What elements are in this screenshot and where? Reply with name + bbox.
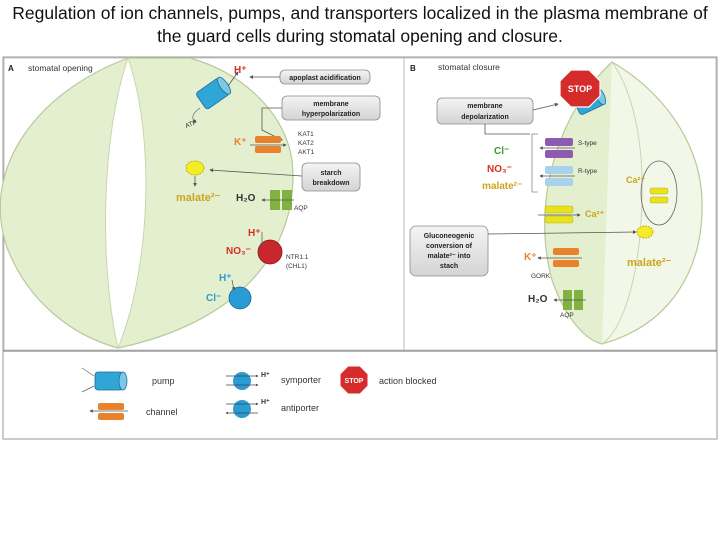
water-a: H₂O [236, 193, 256, 204]
cl-ion-a-1: H⁺ [219, 273, 232, 284]
cl-ion-a-2: Cl⁻ [206, 293, 221, 304]
box-starch-line2: breakdown [313, 180, 350, 187]
legend-stop-text: STOP [345, 378, 364, 385]
r-type-label: R-type [578, 168, 598, 175]
box-hyper-line1: membrane [313, 101, 349, 108]
gork-channel [537, 248, 582, 267]
symporter-ion-a-2: NO₃⁻ [226, 246, 251, 257]
legend-blocked-label: action blocked [379, 376, 437, 386]
box-hyper-line2: hyperpolarization [302, 111, 360, 118]
calcium-channel-b [538, 205, 581, 224]
box-gluco-line3: malate²⁻ into [428, 253, 471, 260]
malate-b: malate²⁻ [627, 257, 672, 269]
k-channel-name-2: KAT2 [298, 140, 314, 147]
box-apoplast-text: apoplast acidification [289, 75, 361, 82]
legend-symporter-icon [226, 372, 259, 390]
water-b: H₂O [528, 294, 548, 305]
legend-channel-icon [89, 403, 128, 420]
panel-a-letter: A [8, 64, 14, 73]
panel-b: B stomatal closure STOP membrane depolar… [409, 61, 703, 345]
stomatal-pore-a [105, 56, 147, 350]
panel-a: A stomatal opening H⁺ ATP apoplast acidi… [0, 56, 381, 350]
stop-sign-b: STOP [559, 69, 601, 108]
slide-title: Regulation of ion channels, pumps, and t… [12, 3, 708, 46]
k-ion-a: K⁺ [234, 137, 247, 148]
aqp-label-a: AQP [294, 205, 308, 212]
legend-stop-icon: STOP [339, 365, 369, 395]
box-depol-line1: membrane [467, 103, 503, 110]
pump-ion-a: H⁺ [234, 65, 247, 76]
legend-pump-icon [81, 367, 128, 393]
calcium-label-b-2: Ca²⁺ [626, 175, 646, 185]
gork-label: GORK [531, 273, 551, 280]
k-ion-b: K⁺ [524, 252, 537, 263]
pump-substrate-a: ATP [184, 119, 198, 130]
panel-a-heading: stomatal opening [28, 63, 93, 73]
k-channel-a [250, 136, 287, 153]
box-gluco-line1: Gluconeogenic [424, 233, 475, 240]
box-depolarization: membrane depolarization [436, 97, 534, 125]
legend-antiporter-label: antiporter [281, 403, 319, 413]
r-type-channel [539, 166, 575, 186]
legend-channel-label: channel [146, 407, 178, 417]
legend-symporter-ion: H⁺ [261, 372, 270, 379]
box-gluconeogenic: Gluconeogenic conversion of malate²⁻ int… [409, 225, 489, 277]
k-channel-name-1: KAT1 [298, 131, 314, 138]
stop-text-b: STOP [568, 84, 592, 94]
starch-grain-b [636, 225, 654, 239]
anion-cl-b: Cl⁻ [494, 146, 509, 157]
chloride-symporter-a [228, 286, 252, 310]
s-type-label: S-type [578, 140, 597, 147]
box-hyperpolarization: membrane hyperpolarization [281, 95, 381, 121]
vacuole-b [640, 160, 678, 226]
nitrate-symporter-a [257, 239, 283, 265]
panel-b-heading: stomatal closure [438, 62, 500, 72]
anion-malate-b: malate²⁻ [482, 181, 522, 192]
legend: pump channel H⁺ symporter H⁺ antiporter … [81, 365, 437, 420]
symporter-ion-a-1: H⁺ [248, 228, 261, 239]
malate-a: malate²⁻ [176, 192, 221, 204]
k-channel-name-3: AKT1 [298, 149, 315, 156]
starch-grain-a [185, 160, 205, 176]
panel-b-frame [403, 57, 717, 351]
symporter-name-a-1: NTR1.1 [286, 254, 309, 261]
legend-symporter-label: symporter [281, 375, 321, 385]
legend-antiporter-ion: H⁺ [261, 399, 270, 406]
anion-no3-b: NO₃⁻ [487, 164, 512, 175]
box-starch-breakdown: starch breakdown [301, 162, 361, 192]
anion-bracket [531, 133, 538, 193]
box-starch-line1: starch [320, 170, 341, 177]
aquaporin-a [261, 190, 294, 210]
box-gluco-line4: stach [440, 263, 458, 270]
aquaporin-b [553, 290, 586, 310]
panel-b-letter: B [410, 64, 416, 73]
proton-pump-a [196, 76, 232, 110]
box-depol-line2: depolarization [461, 114, 508, 121]
legend-pump-label: pump [152, 376, 175, 386]
legend-antiporter-icon [225, 400, 259, 418]
box-apoplast-acidification: apoplast acidification [279, 69, 371, 85]
box-gluco-line2: conversion of [426, 243, 473, 250]
aqp-label-b: AQP [560, 312, 574, 319]
calcium-label-b: Ca²⁺ [585, 209, 605, 219]
s-type-channel [539, 138, 575, 158]
symporter-name-a-2: (CHL1) [286, 263, 307, 270]
